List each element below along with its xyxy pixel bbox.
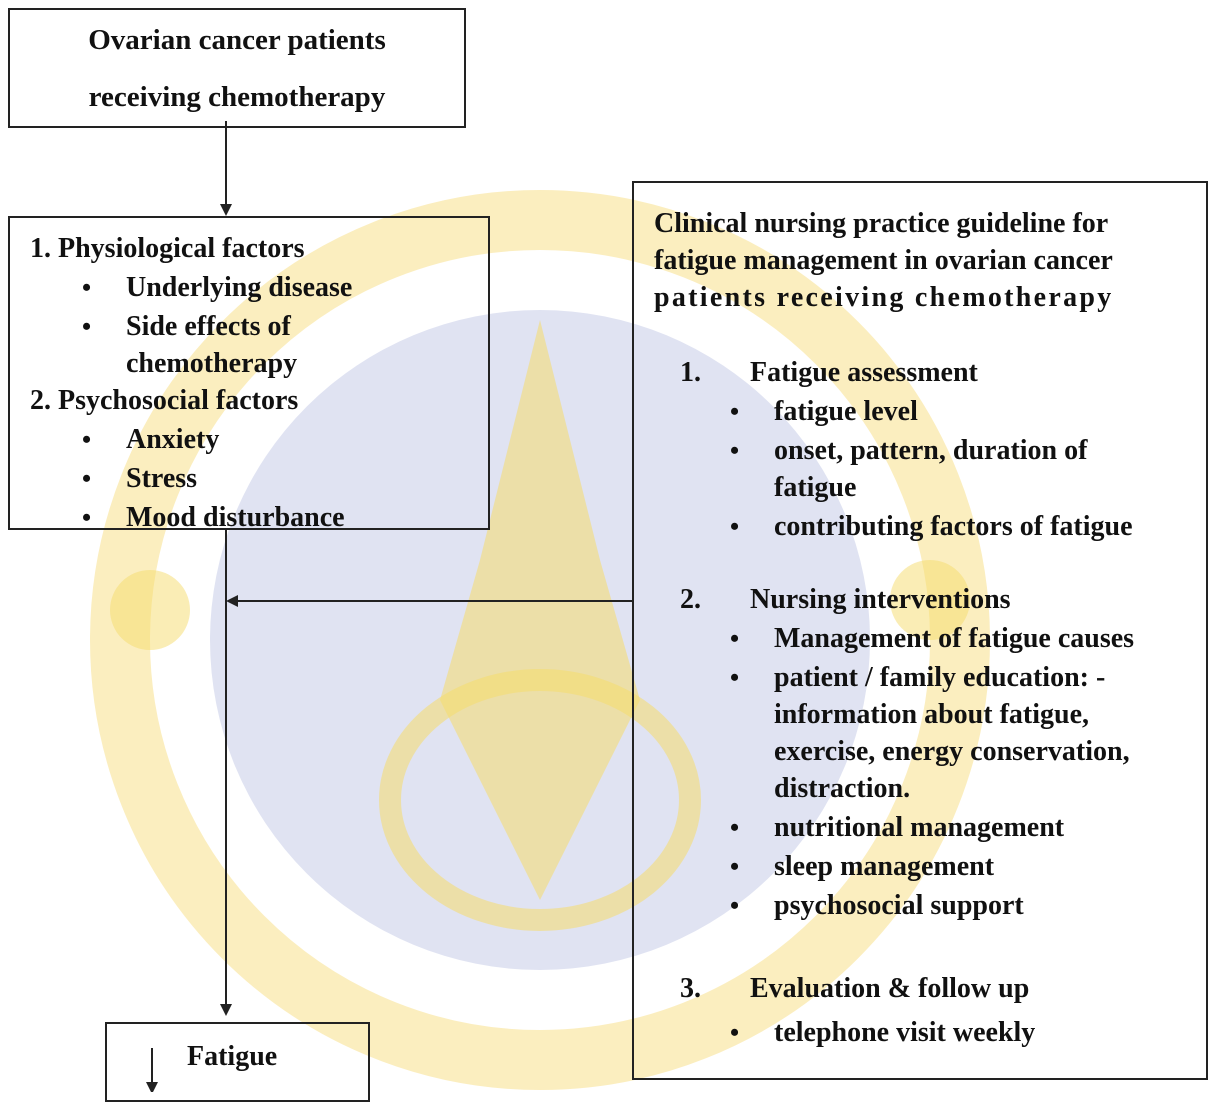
guideline-item: sleep management [730, 848, 994, 885]
section-title: Nursing interventions [750, 584, 1011, 615]
patients-line-1: Ovarian cancer patients [88, 24, 386, 56]
psychosocial-factors-heading: 2. Psychosocial factors [30, 385, 299, 416]
guideline-item: telephone visit weekly [730, 1014, 1035, 1051]
factor-item: Underlying disease [82, 269, 352, 306]
factor-item: Mood disturbance [82, 499, 344, 528]
section-number: 1. [680, 357, 701, 388]
guideline-item: fatigue level [730, 393, 918, 430]
factor-item: Anxiety [82, 421, 219, 458]
guideline-item-continued: fatigue [774, 472, 857, 503]
factor-item-continued: chemotherapy [126, 348, 298, 379]
guideline-item: nutritional management [730, 809, 1064, 846]
guideline-title-line-2: fatigue management in ovarian cancer [654, 245, 1113, 276]
factor-item: Stress [82, 460, 197, 497]
section-title: Fatigue assessment [750, 357, 978, 388]
guideline-item-continued: information about fatigue, [774, 699, 1089, 730]
physiological-factors-heading: 1. Physiological factors [30, 233, 305, 264]
section-number: 3. [680, 973, 701, 1004]
fatigue-label: Fatigue [187, 1041, 278, 1072]
guideline-box: Clinical nursing practice guideline for … [632, 181, 1208, 1080]
guideline-item: contributing factors of fatigue [730, 508, 1132, 545]
guideline-item-continued: distraction. [774, 773, 911, 804]
patients-box: Ovarian cancer patients receiving chemot… [8, 8, 466, 128]
guideline-title-line-3: patients receiving chemotherapy [654, 282, 1114, 313]
factor-item: Side effects of [82, 308, 291, 345]
guideline-item-continued: exercise, energy conservation, [774, 736, 1130, 767]
factors-box: 1. Physiological factors Underlying dise… [8, 216, 490, 530]
section-title: Evaluation & follow up [750, 973, 1030, 1004]
guideline-item: Management of fatigue causes [730, 620, 1134, 657]
guideline-item: patient / family education: - [730, 659, 1105, 696]
guideline-item: onset, pattern, duration of [730, 432, 1088, 469]
guideline-item: psychosocial support [730, 887, 1024, 924]
patients-line-2: receiving chemotherapy [88, 81, 386, 113]
section-number: 2. [680, 584, 701, 615]
guideline-title-line-1: Clinical nursing practice guideline for [654, 208, 1109, 239]
